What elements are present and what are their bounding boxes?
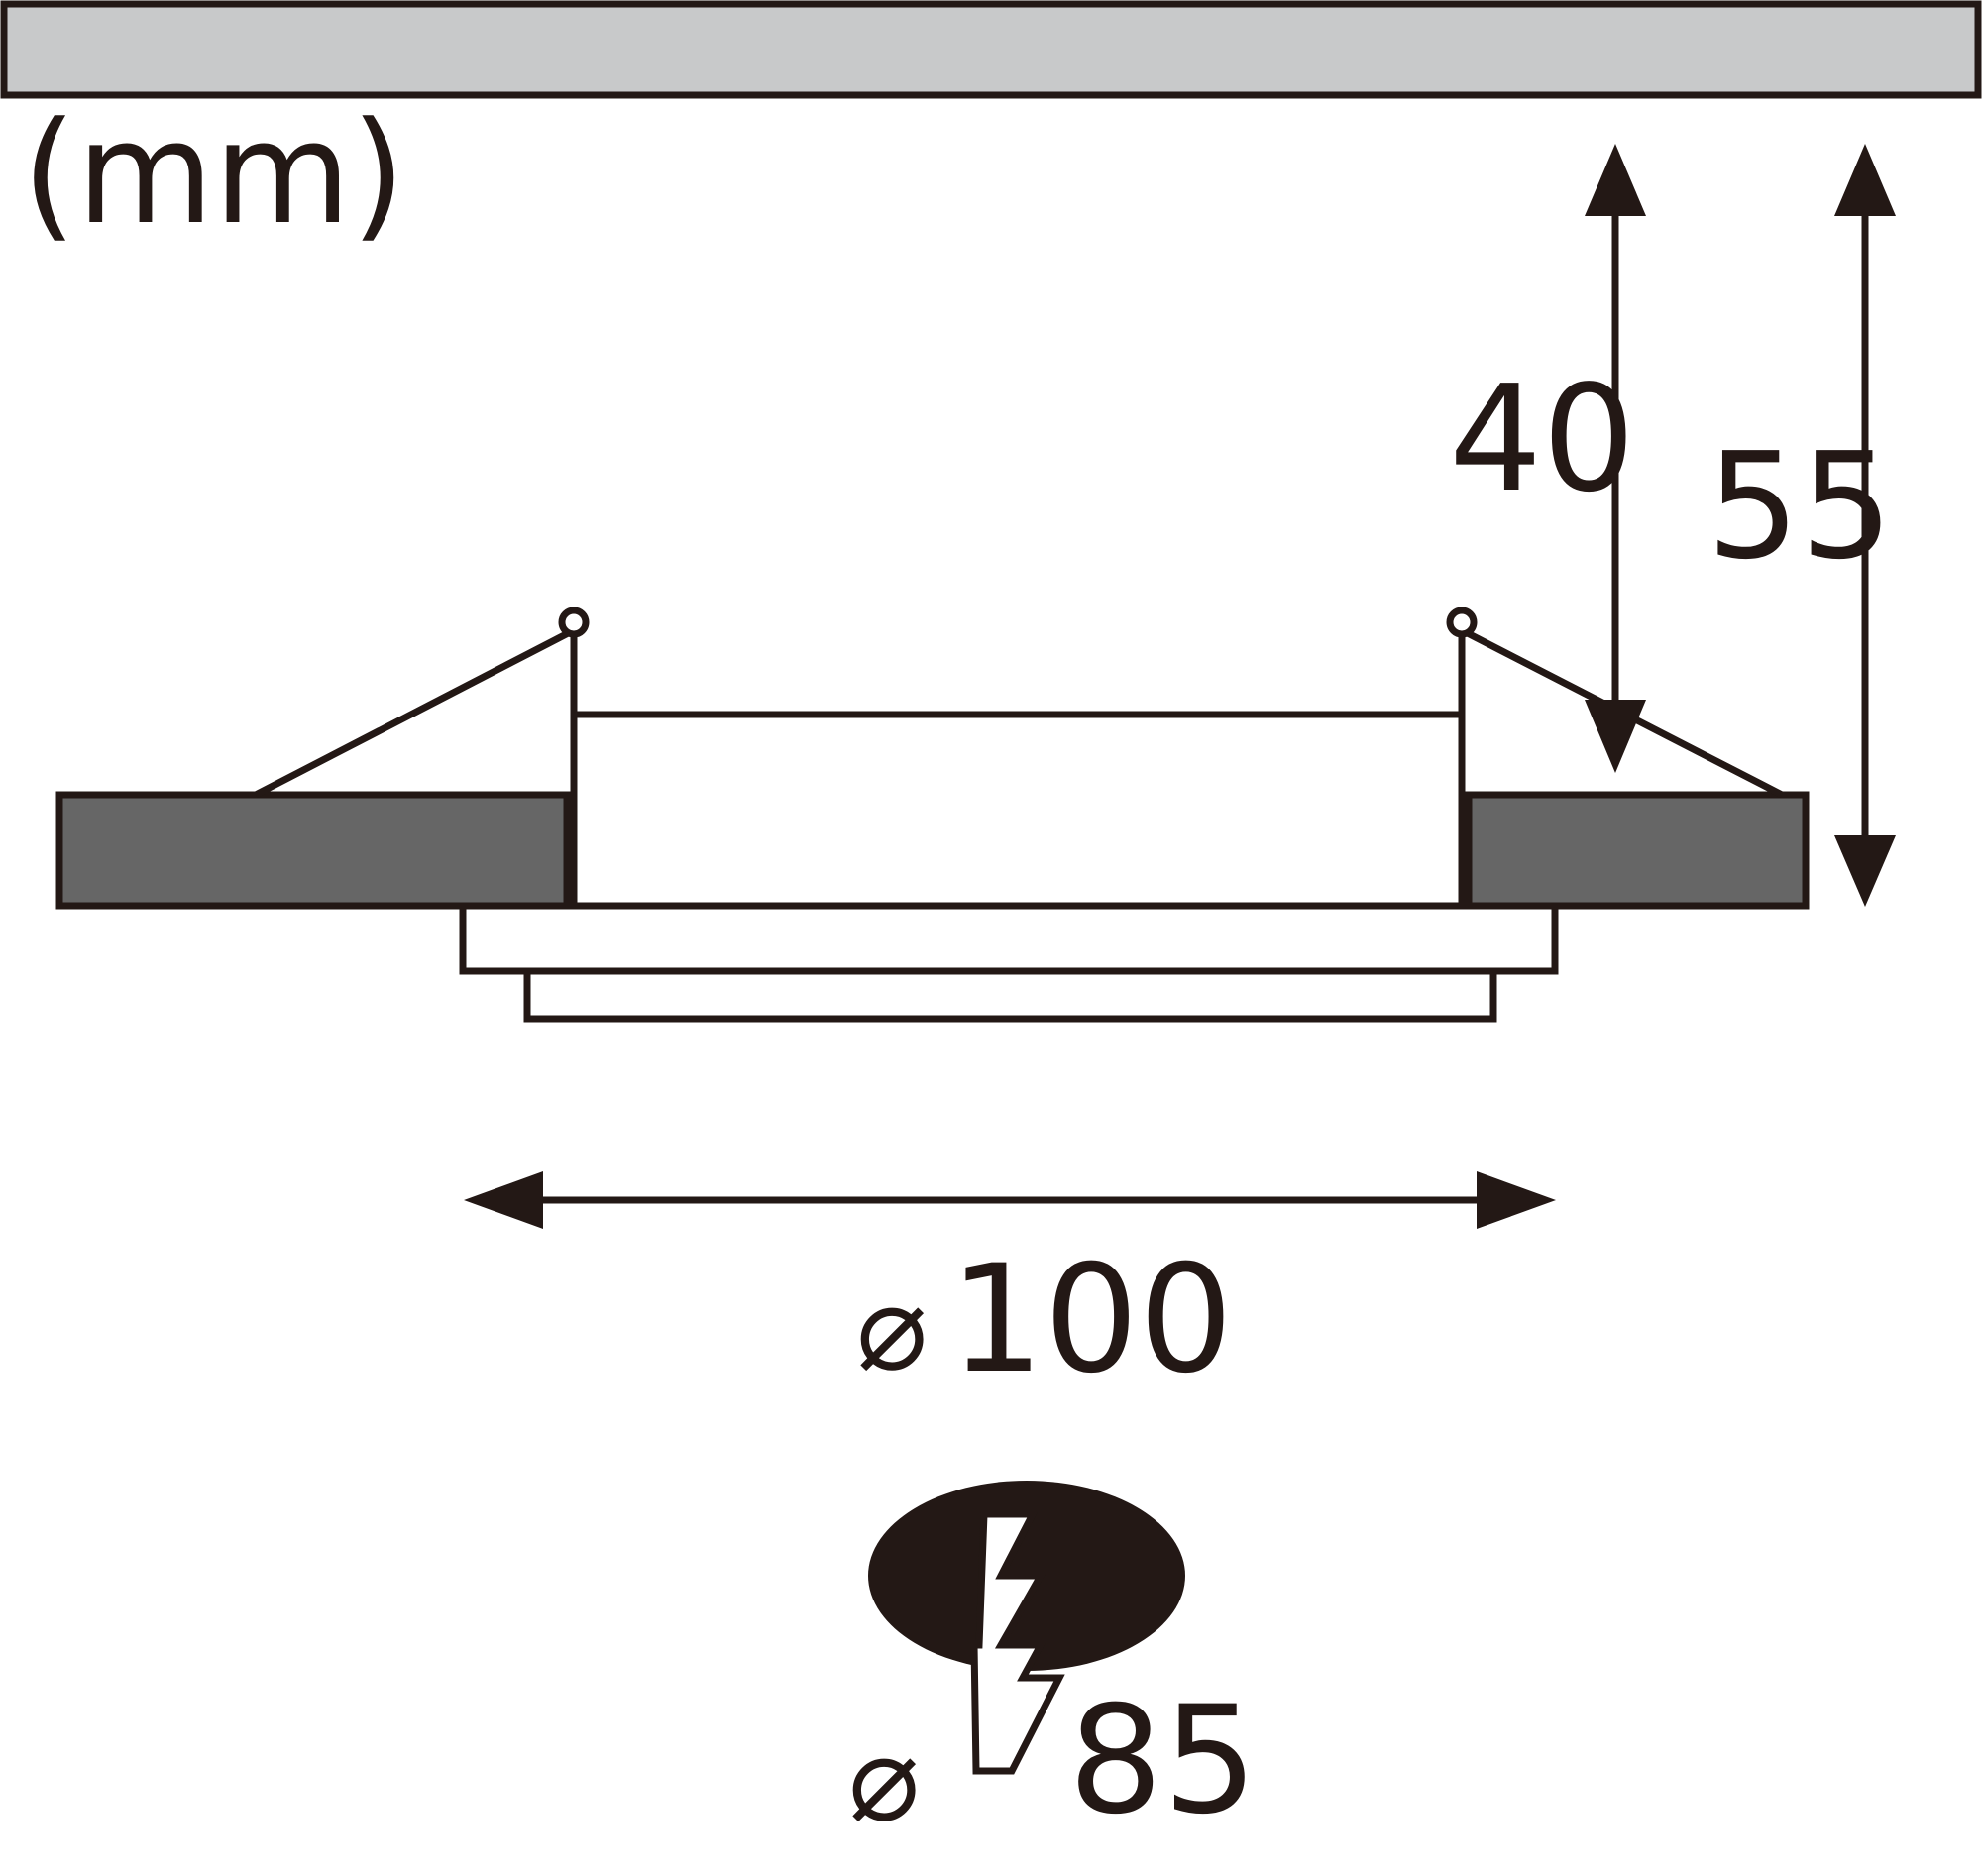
dimension-arrow [464,1171,1556,1229]
right-flange [1465,791,1810,910]
lens-diffuser [523,967,1497,1023]
housing-body [570,711,1466,910]
outer-diameter-symbol: ⌀ [856,1260,928,1397]
dimension-40-label: 40 [1449,354,1635,524]
luminaire-cross-section [55,607,1810,1023]
left-flange [55,791,571,910]
dimension-55-label: 55 [1707,421,1893,592]
spring-clip-icon [1446,607,1478,638]
dimension-arrow [1834,144,1896,907]
dimension-arrow [1585,144,1646,773]
spring-clip-icon [558,607,590,638]
lightning-bolt-icon [970,1510,1065,1775]
cutout-diameter-value: 85 [1068,1675,1258,1847]
cutout-diameter-symbol: ⌀ [848,1710,920,1848]
units-label: (mm) [22,92,405,256]
left-spring-clip [254,626,576,799]
ceiling-panel [0,0,1982,99]
outer-diameter-value: 100 [949,1234,1233,1406]
lower-trim [459,902,1559,975]
